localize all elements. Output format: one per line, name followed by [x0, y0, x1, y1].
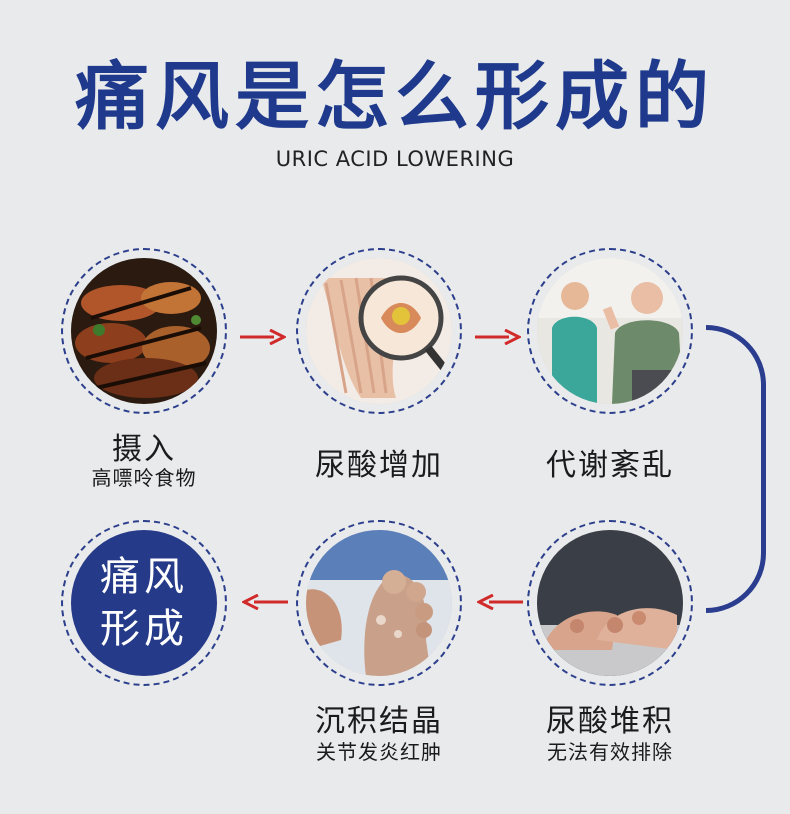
foot-joint-magnifier-image — [306, 258, 452, 404]
page-subtitle: URIC ACID LOWERING — [275, 147, 515, 171]
deformed-foot-image — [306, 530, 452, 676]
swollen-hands-image — [537, 530, 683, 676]
step-uric-accumulation-sub: 无法有效排除 — [547, 740, 673, 764]
step-crystallization-label: 沉积结晶 — [315, 704, 443, 739]
step-intake-circle — [61, 248, 227, 414]
step-metabolic-disorder-label: 代谢紊乱 — [546, 448, 674, 483]
step-metabolic-disorder-circle — [527, 248, 693, 414]
gout-disc-line1: 痛风 — [100, 554, 188, 600]
step-uric-increase-circle — [296, 248, 462, 414]
flow-connector — [706, 325, 766, 613]
step-crystallization-circle — [296, 520, 462, 686]
gout-formed-disc: 痛风 形成 — [71, 530, 217, 676]
step-uric-increase-label: 尿酸增加 — [315, 448, 443, 483]
arrow-left-icon — [242, 594, 288, 610]
doctor-patient-image — [537, 258, 683, 404]
arrow-right-icon — [240, 329, 286, 345]
gout-disc-line2: 形成 — [100, 606, 188, 652]
arrow-left-icon — [477, 594, 523, 610]
step-intake-label: 摄入 — [112, 432, 176, 467]
step-intake-sub: 高嘌呤食物 — [91, 466, 197, 490]
grilled-meat-image — [71, 258, 217, 404]
step-gout-formed-circle: 痛风 形成 — [61, 520, 227, 686]
arrow-right-icon — [475, 329, 521, 345]
step-uric-accumulation-circle — [527, 520, 693, 686]
step-crystallization-sub: 关节发炎红肿 — [316, 740, 442, 764]
step-uric-accumulation-label: 尿酸堆积 — [546, 704, 674, 739]
page-title: 痛风是怎么形成的 — [75, 54, 715, 140]
